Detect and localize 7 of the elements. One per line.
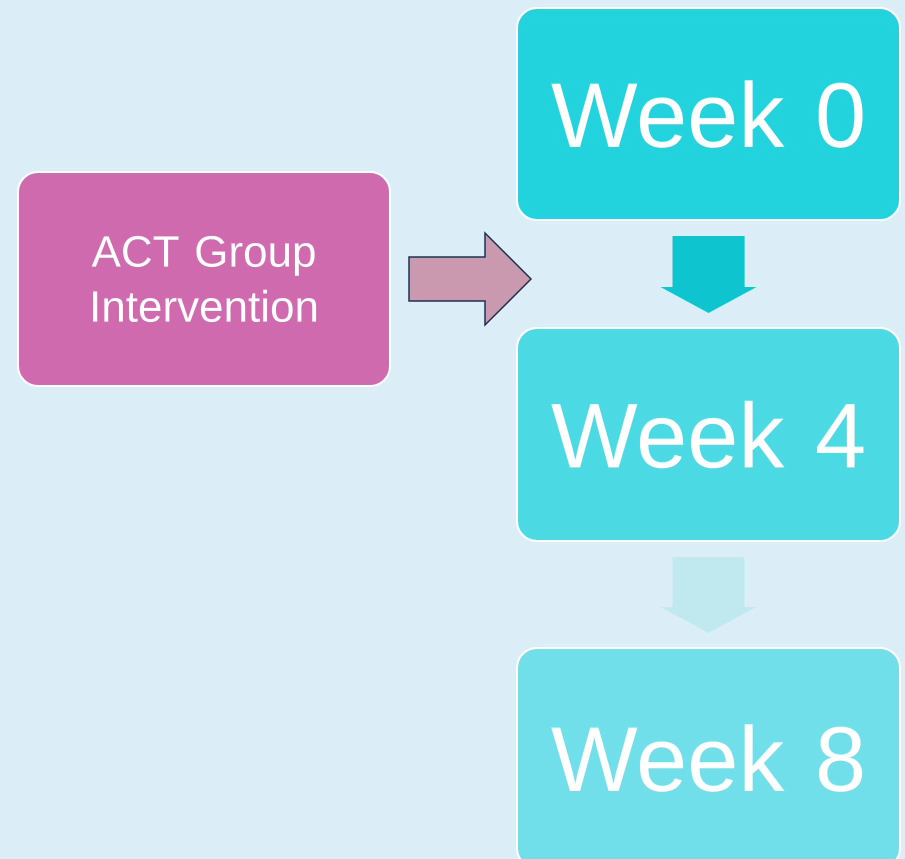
block-arrow — [408, 231, 532, 327]
block-arrow — [660, 236, 756, 313]
stage-box: Week 8 — [516, 647, 901, 859]
block-arrow — [660, 557, 756, 633]
process-box: ACT Group Intervention — [17, 171, 391, 387]
stage-box: Week 4 — [516, 327, 901, 542]
stage-box: Week 0 — [516, 7, 901, 221]
